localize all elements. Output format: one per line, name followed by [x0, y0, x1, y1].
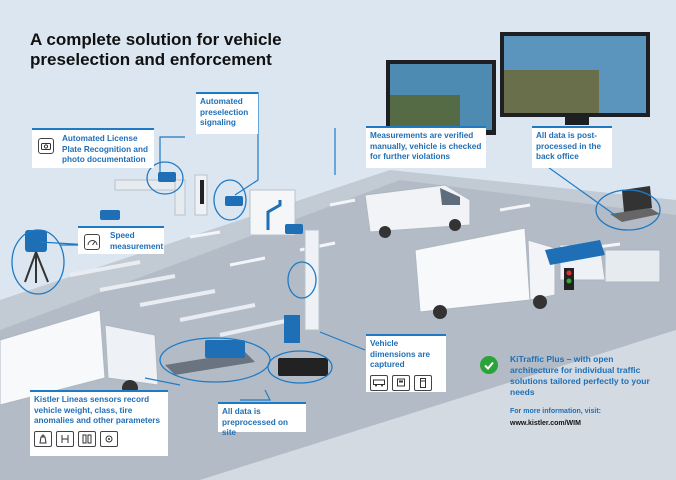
callout-lineas: Kistler Lineas sensors record vehicle we…: [30, 390, 168, 456]
callout-anpr: Automated License Plate Recognition and …: [32, 128, 154, 168]
callout-dimensions-text: Vehicle dimensions are captured: [370, 339, 431, 369]
callout-postprocessed: All data is post-processed in the back o…: [532, 126, 612, 168]
check-circle-icon: [480, 356, 498, 374]
van: [364, 184, 471, 238]
road-shoulder: [200, 330, 676, 480]
dimension-icons: [370, 374, 442, 391]
callout-speed: Speed measurement: [78, 226, 164, 254]
truck-right: [414, 227, 556, 319]
right-gantry: [200, 180, 320, 331]
weight-icon: [34, 430, 52, 447]
vehicle-front-icon: [392, 374, 410, 391]
speedometer-icon: [84, 234, 100, 250]
tire-icon: [78, 430, 96, 447]
callout-dimensions: Vehicle dimensions are captured: [366, 334, 446, 392]
lineas-icons: [34, 430, 164, 447]
camera-icon: [38, 138, 54, 154]
callout-speed-text: Speed measurement: [110, 231, 164, 251]
left-gantry: [100, 172, 208, 220]
truck-left: [0, 309, 159, 406]
monitor-left: [386, 60, 496, 141]
weigh-in-motion-strips: [69, 260, 291, 337]
page-title: A complete solution for vehicle preselec…: [30, 30, 282, 69]
speed-sensor-tripod: [24, 230, 49, 283]
more-info-label: For more information, visit:: [510, 408, 602, 415]
vehicle-side-icon: [370, 374, 388, 391]
callout-verified: Measurements are verified manually, vehi…: [366, 126, 486, 168]
roadside-cabinet: [284, 315, 300, 343]
back-office: [545, 186, 661, 290]
monitor-right: [500, 32, 650, 125]
vehicle-top-icon: [414, 374, 432, 391]
kitraffic-headline: KiTraffic Plus – with open architecture …: [510, 354, 650, 397]
callout-postprocessed-text: All data is post-processed in the back o…: [536, 131, 602, 161]
website-link[interactable]: www.kistler.com/WIM: [510, 420, 581, 427]
callout-preprocessed: All data is preprocessed on site: [218, 402, 306, 437]
highlight-ellipses: [11, 161, 661, 384]
parameters-icon: [100, 430, 118, 447]
axle-class-icon: [56, 430, 74, 447]
callout-signaling: Automated preselection signaling: [196, 92, 258, 134]
callout-verified-text: Measurements are verified manually, vehi…: [370, 131, 482, 161]
callout-signaling-text: Automated preselection signaling: [200, 97, 249, 127]
callout-preprocessed-text: All data is preprocessed on site: [222, 407, 288, 437]
lineas-sensor: [165, 340, 328, 376]
callout-lineas-text: Kistler Lineas sensors record vehicle we…: [34, 395, 161, 425]
callout-anpr-text: Automated License Plate Recognition and …: [62, 134, 148, 164]
